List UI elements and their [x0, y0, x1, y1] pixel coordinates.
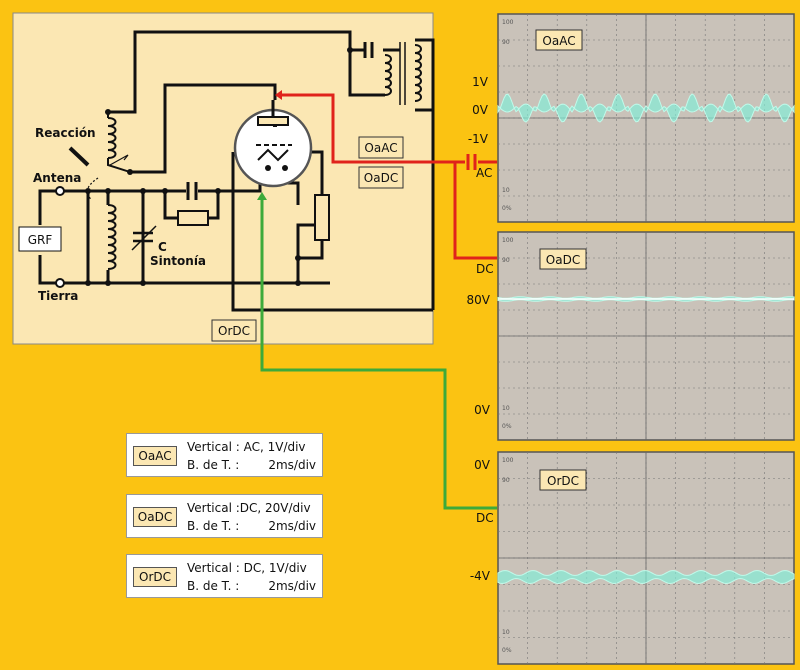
probe-oadc-label: OaDC: [364, 171, 398, 185]
grf-label: GRF: [28, 233, 53, 247]
legend-timebase-label: B. de T. :: [187, 458, 240, 472]
grid-resistor-icon: [177, 210, 209, 226]
oscilloscope-screen: 100 90 10 0% OrDC 0V -4V: [470, 451, 795, 665]
legend-timebase-label: B. de T. :: [187, 519, 240, 533]
scope-trace: [497, 93, 795, 123]
grid-scale-label: 0%: [502, 423, 512, 430]
antena-label: Antena: [33, 171, 81, 185]
legend-vertical-label: Vertical : DC, 1V/div: [187, 561, 307, 575]
grid-scale-label: 0%: [502, 205, 512, 212]
oscilloscope-panels: 10090100%OaAC1V0V-1V10090100%OaDC80V0V10…: [467, 13, 795, 665]
legend-box-oadc: OaDC Vertical :DC, 20V/div B. de T. : 2m…: [126, 494, 323, 538]
grid-scale-label: 90: [502, 477, 510, 484]
probe-oadc-box: [358, 166, 404, 189]
green-probe-arrow-icon: [257, 192, 267, 200]
scope-voltage-label: 0V: [472, 103, 489, 117]
legend-timebase-value: 2ms/div: [268, 519, 316, 533]
grf-box: [18, 226, 62, 252]
red-probe-wire: [280, 93, 497, 260]
oscilloscope-screen: 100 90 10 0% OaDC 80V 0V: [467, 231, 795, 441]
scope-voltage-label: -4V: [470, 569, 491, 583]
legend-timebase-label: B. de T. :: [187, 579, 240, 593]
green-probe-wire: [260, 198, 497, 510]
oscilloscope-screen: 100 90 10 0% OaAC 1V 0V -1V: [468, 13, 795, 223]
scope-tag: OaDC: [546, 253, 580, 267]
sintonia-label: Sintonía: [150, 254, 206, 268]
tierra-label: Tierra: [38, 289, 78, 303]
grid-scale-label: 100: [502, 237, 514, 244]
grid-scale-label: 0%: [502, 647, 512, 654]
grid-scale-label: 90: [502, 39, 510, 46]
scope-tag: OrDC: [547, 474, 579, 488]
dc-connector-label-lower: DC: [476, 511, 494, 525]
capacitor-c-label: C: [158, 240, 167, 254]
scope-voltage-label: 0V: [474, 403, 491, 417]
knob-icon: [68, 146, 129, 201]
scope-trace: [497, 570, 795, 585]
scope-voltage-label: 0V: [474, 458, 491, 472]
probe-oaac-box: [358, 136, 404, 159]
potentiometer-icon: [303, 194, 330, 241]
grid-scale-label: 10: [502, 629, 510, 636]
antenna-terminal: [55, 186, 65, 196]
scope-voltage-label: 1V: [472, 75, 489, 89]
coupling-capacitor-icon: [466, 154, 477, 170]
vacuum-tube-icon: [233, 100, 313, 188]
probe-ordc-box: [211, 319, 257, 342]
legend-tag: OaAC: [133, 446, 177, 466]
grid-scale-label: 90: [502, 257, 510, 264]
variable-capacitor-icon: [131, 225, 157, 251]
legend-timebase-value: 2ms/div: [268, 458, 316, 472]
legend-tag: OrDC: [133, 567, 177, 587]
grid-capacitor-icon: [186, 182, 198, 200]
scope-voltage-label: 80V: [467, 293, 491, 307]
legend-vertical-label: Vertical : AC, 1V/div: [187, 440, 306, 454]
probe-oaac-label: OaAC: [364, 141, 397, 155]
scope-voltage-label: -1V: [468, 132, 489, 146]
legend-vertical-label: Vertical :DC, 20V/div: [187, 501, 311, 515]
tuning-coil-icon: [107, 204, 117, 270]
reaction-coil-icon: [107, 112, 131, 173]
grid-scale-label: 10: [502, 405, 510, 412]
grid-scale-label: 100: [502, 457, 514, 464]
legend-tag: OaDC: [133, 507, 177, 527]
ground-terminal: [55, 278, 65, 288]
ac-connector-label: AC: [476, 166, 492, 180]
scope-tag: OaAC: [542, 34, 575, 48]
dc-connector-label-upper: DC: [476, 262, 494, 276]
legend-box-oaac: OaAC Vertical : AC, 1V/div B. de T. : 2m…: [126, 433, 323, 477]
grid-scale-label: 100: [502, 19, 514, 26]
probe-ordc-label: OrDC: [218, 324, 250, 338]
legend-timebase-value: 2ms/div: [268, 579, 316, 593]
grid-scale-label: 10: [502, 187, 510, 194]
legend-box-ordc: OrDC Vertical : DC, 1V/div B. de T. : 2m…: [126, 554, 323, 598]
red-probe-arrow-icon: [275, 90, 282, 100]
transformer-icon: [363, 42, 422, 105]
reaccion-label: Reacción: [35, 126, 96, 140]
